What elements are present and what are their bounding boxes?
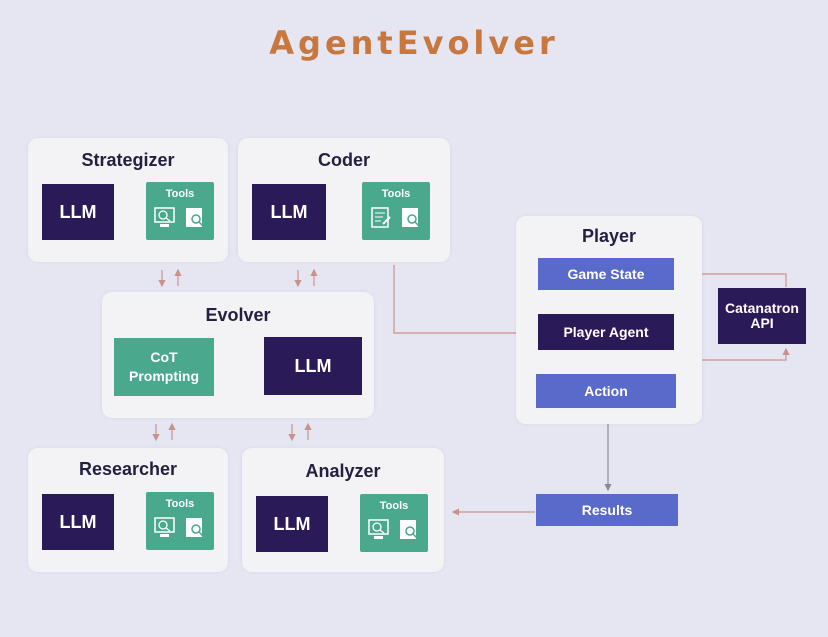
researcher-llm: LLM <box>42 494 114 550</box>
document-search-icon <box>402 208 420 227</box>
analyzer-tools: Tools <box>360 494 428 552</box>
player-title: Player <box>581 226 637 246</box>
coder-title: Coder <box>317 150 370 170</box>
document-search-icon <box>186 208 204 227</box>
document-search-icon <box>186 518 204 537</box>
game-state-box: Game State <box>538 258 674 290</box>
analyzer-llm: LLM <box>256 496 328 552</box>
analyzer-title: Analyzer <box>305 461 381 481</box>
evolver-llm: LLM <box>264 337 362 395</box>
researcher-module: Researcher LLM Tools <box>28 448 228 572</box>
results-box: Results <box>536 494 678 526</box>
search-monitor-icon <box>154 207 175 227</box>
researcher-title: Researcher <box>78 459 178 479</box>
tools-label: Tools <box>165 498 195 510</box>
action-box: Action <box>536 374 676 408</box>
cot-prompting-label: CoT Prompting <box>129 349 199 384</box>
strategizer-module: Strategizer LLM Tools <box>28 138 228 262</box>
strategizer-title: Strategizer <box>81 150 175 170</box>
coder-llm: LLM <box>252 184 326 240</box>
researcher-tools: Tools <box>146 492 214 550</box>
cot-prompting-box: CoT Prompting <box>114 338 214 396</box>
catanatron-api-label: Catanatron API <box>725 300 799 331</box>
document-search-icon <box>400 520 418 539</box>
coder-module: Coder LLM Tools <box>238 138 450 262</box>
tools-label: Tools <box>379 500 409 512</box>
code-document-icon <box>371 207 391 228</box>
search-monitor-icon <box>368 519 389 539</box>
search-monitor-icon <box>154 517 175 537</box>
tools-label: Tools <box>165 188 195 200</box>
evolver-title: Evolver <box>205 305 271 325</box>
page-title: AgentEvolver <box>269 24 559 62</box>
tools-label: Tools <box>381 188 411 200</box>
strategizer-llm: LLM <box>42 184 114 240</box>
player-agent-box: Player Agent <box>538 314 674 350</box>
strategizer-tools: Tools <box>146 182 214 240</box>
coder-tools: Tools <box>362 182 430 240</box>
evolver-module: Evolver CoT Prompting LLM <box>102 292 374 418</box>
catanatron-api-box: Catanatron API <box>718 288 806 344</box>
analyzer-module: Analyzer LLM Tools <box>242 448 444 572</box>
